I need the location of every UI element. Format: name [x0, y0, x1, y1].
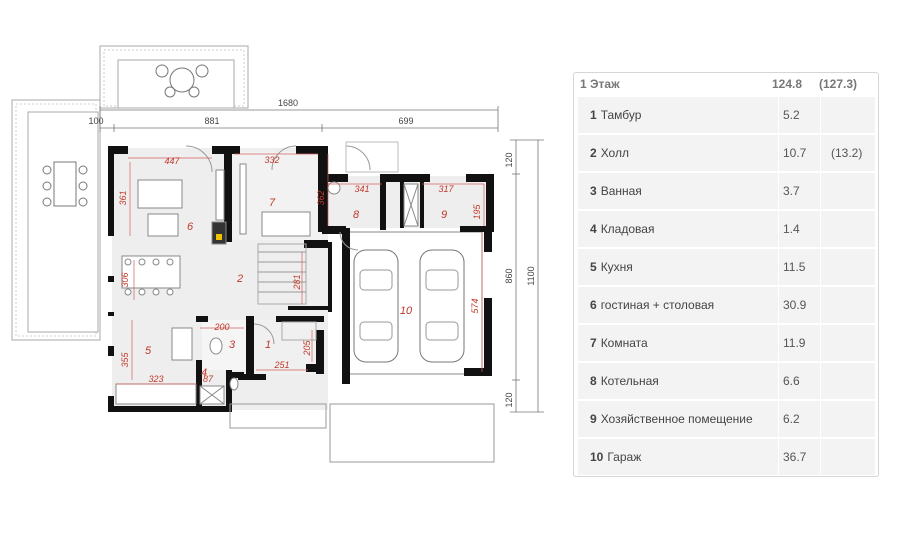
row-name: Ванная — [600, 184, 642, 198]
row-num: 8 — [590, 374, 597, 388]
row-extra — [820, 439, 875, 475]
row-area: 1.4 — [778, 211, 820, 247]
measure-323: 323 — [148, 374, 163, 384]
floor-total: 124.8 — [772, 77, 803, 91]
row-num: 9 — [590, 412, 597, 426]
row-area: 6.6 — [778, 363, 820, 399]
room-label-10: 10 — [400, 305, 413, 317]
row-name: Кухня — [600, 260, 633, 274]
floor-total-extra: (127.3) — [819, 77, 858, 91]
dim-height-top: 120 — [504, 152, 514, 167]
measure-361: 361 — [118, 190, 128, 205]
measure-205: 205 — [302, 340, 312, 357]
terrace-left — [11, 99, 101, 341]
row-name: Гараж — [607, 450, 642, 464]
floor-plan: 1680 100 881 699 1100 860 120 120 1 2 3 … — [11, 45, 544, 463]
dim-seg-right: 699 — [398, 116, 413, 126]
walls — [108, 146, 494, 412]
measure-355: 355 — [120, 352, 130, 368]
row-num: 1 — [590, 108, 597, 122]
row-name: Холл — [600, 146, 629, 160]
terrace-top — [99, 45, 249, 109]
room-label-4: 4 — [201, 367, 207, 379]
row-extra — [820, 211, 875, 247]
row-extra — [820, 173, 875, 209]
measure-362: 362 — [316, 190, 326, 205]
measure-281: 281 — [292, 274, 302, 290]
doors-stairs — [185, 141, 399, 345]
row-extra — [820, 325, 875, 361]
room-label-7: 7 — [269, 197, 276, 209]
row-name: гостиная + столовая — [600, 298, 715, 312]
row-name: Кладовая — [600, 222, 655, 236]
dim-seg-left: 100 — [88, 116, 103, 126]
room-label-9: 9 — [441, 209, 447, 221]
dim-height-bottom: 120 — [504, 392, 514, 407]
row-num: 3 — [590, 184, 597, 198]
furniture — [115, 163, 419, 405]
row-num: 6 — [590, 298, 597, 312]
room-label-3: 3 — [229, 339, 236, 351]
row-num: 4 — [590, 222, 597, 236]
measure-195: 195 — [472, 204, 482, 220]
row-extra — [820, 249, 875, 285]
row-name: Котельная — [600, 374, 659, 388]
row-area: 30.9 — [778, 287, 820, 323]
row-num: 7 — [590, 336, 597, 350]
row-area: 6.2 — [778, 401, 820, 437]
measure-306: 306 — [120, 272, 130, 287]
floor-label: 1 Этаж — [580, 77, 620, 91]
row-num: 10 — [590, 450, 604, 464]
row-area: 3.7 — [778, 173, 820, 209]
row-name: Хозяйственное помещение — [600, 412, 753, 426]
row-area: 10.7 — [778, 135, 820, 171]
measure-251: 251 — [273, 360, 289, 370]
room-label-6: 6 — [187, 221, 194, 233]
table-header: 1 Этаж 124.8 (127.3) — [574, 73, 878, 95]
row-extra — [820, 287, 875, 323]
row-name: Комната — [600, 336, 648, 350]
room-label-1: 1 — [265, 339, 271, 351]
dim-height-total: 1100 — [526, 266, 536, 285]
row-area: 36.7 — [778, 439, 820, 475]
row-num: 2 — [590, 146, 597, 160]
measure-447: 447 — [164, 156, 180, 166]
row-extra — [820, 97, 875, 133]
dim-total-width: 1680 — [278, 98, 298, 108]
measure-87: 87 — [203, 374, 214, 384]
measure-574: 574 — [470, 298, 480, 313]
dim-height-mid: 860 — [504, 268, 514, 283]
row-area: 11.5 — [778, 249, 820, 285]
row-area: 5.2 — [778, 97, 820, 133]
room-label-8: 8 — [353, 209, 360, 221]
measure-341: 341 — [354, 184, 369, 194]
measure-200: 200 — [213, 322, 229, 332]
row-extra — [820, 363, 875, 399]
room-label-5: 5 — [145, 345, 152, 357]
row-extra: (13.2) — [820, 135, 875, 171]
measure-lines — [116, 153, 485, 385]
entrance-step — [229, 403, 495, 463]
row-extra — [820, 401, 875, 437]
measure-317: 317 — [438, 184, 454, 194]
measure-332: 332 — [264, 155, 279, 165]
row-name: Тамбур — [600, 108, 642, 122]
row-num: 5 — [590, 260, 597, 274]
row-area: 11.9 — [778, 325, 820, 361]
room-label-2: 2 — [236, 273, 243, 285]
dim-seg-mid: 881 — [204, 116, 219, 126]
garage — [347, 231, 483, 375]
dimension-lines — [99, 106, 544, 413]
